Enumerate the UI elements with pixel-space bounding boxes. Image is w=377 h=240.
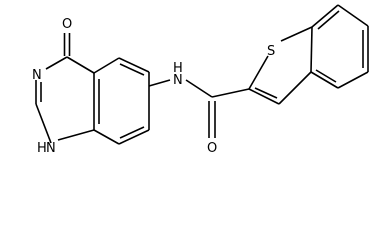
bond-c7-c6 xyxy=(337,4,369,27)
bond-c5-c4 xyxy=(337,71,369,89)
bond-c2-n1 xyxy=(35,103,52,144)
bond-c4-c4a xyxy=(66,56,95,74)
atom-nitrogen-ring-3: N xyxy=(32,68,42,83)
bond-c5-c6-inner xyxy=(119,63,145,76)
atom-oxygen-ketone: O xyxy=(62,17,72,32)
bond-c7a-c7-inner xyxy=(317,10,340,30)
bond-nh-carbonyl xyxy=(185,79,213,98)
bond-c2-c3-inner xyxy=(254,87,278,99)
bond-c7a-c7 xyxy=(311,4,339,28)
structure-canvas: O N N H N H O S xyxy=(32,4,369,156)
atom-hydrogen-ring-1: H xyxy=(37,141,47,156)
molecule-drawing: O N N H N H O S xyxy=(32,4,369,156)
atom-nitrogen-amide: N xyxy=(173,73,183,88)
atom-nitrogen-ring-1: N xyxy=(46,141,56,156)
bond-c2-c3 xyxy=(248,88,280,105)
bond-c7-c8-inner xyxy=(119,126,145,139)
bond-c5-c6 xyxy=(118,57,150,73)
bond-c4-n3 xyxy=(45,56,68,70)
bond-c6-nh xyxy=(148,79,171,87)
bond-c2-s xyxy=(248,55,269,90)
atom-hydrogen-amide: H xyxy=(173,61,183,76)
atom-oxygen-amide: O xyxy=(207,141,217,156)
atom-sulfur: S xyxy=(267,44,275,59)
bond-c7-c8 xyxy=(118,129,150,145)
bond-carbonyl-c2 xyxy=(211,88,250,98)
bond-c3-c3a xyxy=(278,71,312,105)
bond-n1-c8a xyxy=(57,129,95,141)
bond-c7a-c3a xyxy=(310,26,313,73)
bond-c4-c3a xyxy=(310,71,339,89)
bond-c4-c3a-inner xyxy=(315,69,337,83)
bond-s-c7a xyxy=(280,26,313,42)
bond-c8-c8a xyxy=(93,129,120,145)
bond-c4a-c5 xyxy=(93,57,120,74)
